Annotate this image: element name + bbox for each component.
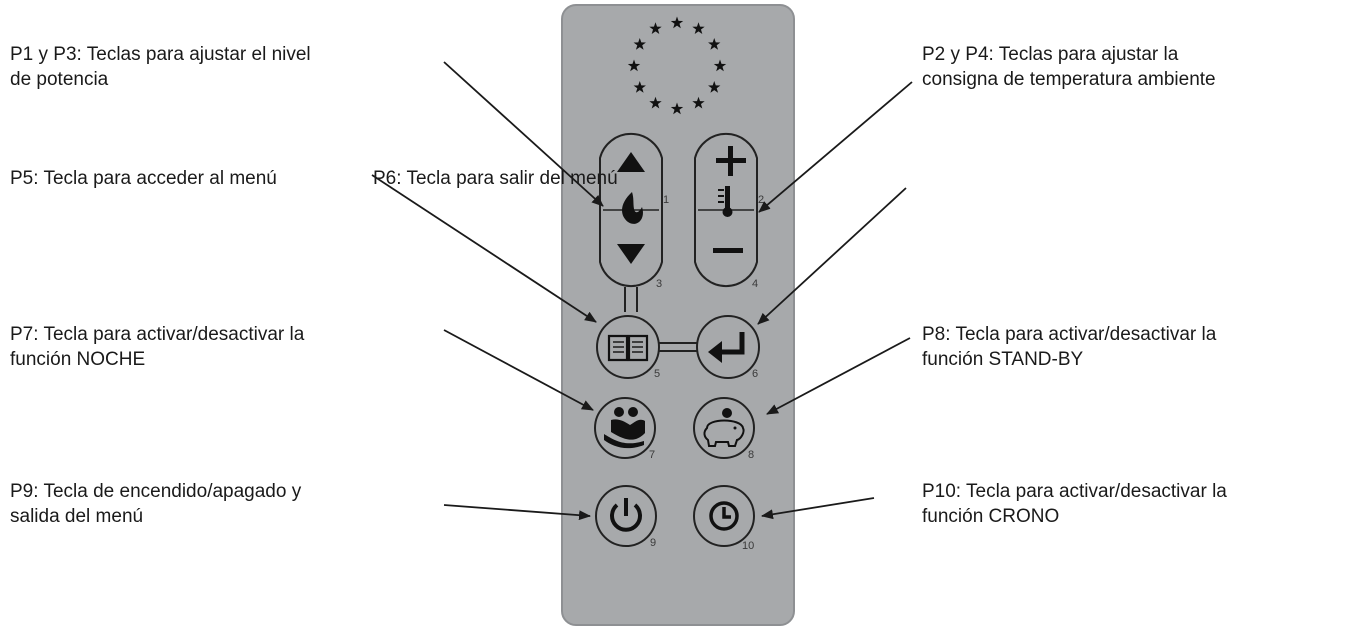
night-icon (604, 407, 645, 449)
star-icon (649, 22, 662, 35)
key-number-3: 3 (656, 278, 662, 290)
book-icon (607, 334, 649, 362)
plus-icon[interactable] (716, 146, 746, 176)
clock-icon (709, 501, 739, 531)
enter-return-icon (708, 332, 745, 363)
key-number-7: 7 (649, 449, 655, 461)
night-key[interactable] (594, 397, 656, 459)
key-number-4: 4 (752, 278, 758, 290)
label-p9-line1: P9: Tecla de encendido/apagado y (10, 481, 302, 502)
callout-arrows (371, 61, 913, 521)
label-p5: P5: Tecla para acceder al menú (10, 166, 370, 191)
arrow-p6 (757, 187, 907, 325)
key-number-1: 1 (663, 194, 669, 206)
label-p7: P7: Tecla para activar/desactivar la fun… (10, 322, 442, 372)
star-icon (633, 81, 646, 93)
label-p8-line1: P8: Tecla para activar/desactivar la (922, 324, 1217, 345)
arrow-p1-p3 (443, 61, 604, 207)
arrow-p10 (761, 497, 875, 520)
triangle-up-icon[interactable] (617, 152, 645, 172)
label-p6: P6: Tecla para salir del menú (373, 166, 733, 191)
key-number-8: 8 (748, 449, 754, 461)
star-icon (708, 38, 721, 50)
arrow-p9 (443, 504, 591, 521)
standby-key[interactable] (693, 397, 755, 459)
label-p10-line1: P10: Tecla para activar/desactivar la (922, 481, 1227, 502)
key-connectors (624, 287, 698, 352)
minus-icon[interactable] (713, 248, 743, 253)
label-p5-line1: P5: Tecla para acceder al menú (10, 168, 277, 189)
power-key[interactable] (595, 485, 657, 547)
exit-key[interactable] (696, 315, 760, 379)
label-p7-line2: función NOCHE (10, 349, 146, 370)
power-icon (610, 498, 642, 532)
arrow-p8 (766, 337, 911, 415)
menu-key[interactable] (596, 315, 660, 379)
label-p10-line2: función CRONO (922, 506, 1060, 527)
star-icon (649, 96, 662, 109)
label-p2-p4: P2 y P4: Teclas para ajustar la consigna… (922, 42, 1344, 92)
label-p1-p3-line1: P1 y P3: Teclas para ajustar el nivel (10, 44, 311, 65)
star-icon (708, 81, 721, 93)
triangle-down-icon[interactable] (617, 244, 645, 264)
label-p2-p4-line2: consigna de temperatura ambiente (922, 69, 1216, 90)
label-p10: P10: Tecla para activar/desactivar la fu… (922, 479, 1344, 529)
label-p1-p3: P1 y P3: Teclas para ajustar el nivel de… (10, 42, 442, 92)
star-icon (713, 59, 727, 72)
key-number-6: 6 (752, 368, 758, 380)
flame-icon (622, 192, 643, 224)
label-p6-line1: P6: Tecla para salir del menú (373, 168, 618, 189)
thermometer-icon (718, 186, 733, 217)
label-p2-p4-line1: P2 y P4: Teclas para ajustar la (922, 44, 1179, 65)
eu-stars-icon (627, 16, 727, 115)
remote-panel (561, 4, 795, 626)
star-icon (692, 96, 705, 109)
arrow-p7 (443, 329, 594, 411)
key-number-9: 9 (650, 537, 656, 549)
key-number-5: 5 (654, 368, 660, 380)
star-icon (670, 102, 684, 115)
temperature-keys[interactable] (694, 132, 758, 288)
label-p9: P9: Tecla de encendido/apagado y salida … (10, 479, 442, 529)
star-icon (692, 22, 705, 35)
star-icon (670, 16, 684, 29)
label-p1-p3-line2: de potencia (10, 69, 109, 90)
label-p8: P8: Tecla para activar/desactivar la fun… (922, 322, 1344, 372)
key-number-2: 2 (758, 194, 764, 206)
arrow-p5 (371, 174, 597, 323)
chrono-key[interactable] (693, 485, 755, 547)
star-icon (633, 38, 646, 50)
key-number-10: 10 (742, 540, 754, 552)
label-p8-line2: función STAND-BY (922, 349, 1084, 370)
label-p9-line2: salida del menú (10, 506, 144, 527)
power-level-keys[interactable] (599, 132, 663, 288)
star-icon (627, 59, 641, 72)
label-p7-line1: P7: Tecla para activar/desactivar la (10, 324, 305, 345)
piggy-bank-icon (703, 408, 745, 447)
arrow-p2-p4 (758, 81, 913, 213)
